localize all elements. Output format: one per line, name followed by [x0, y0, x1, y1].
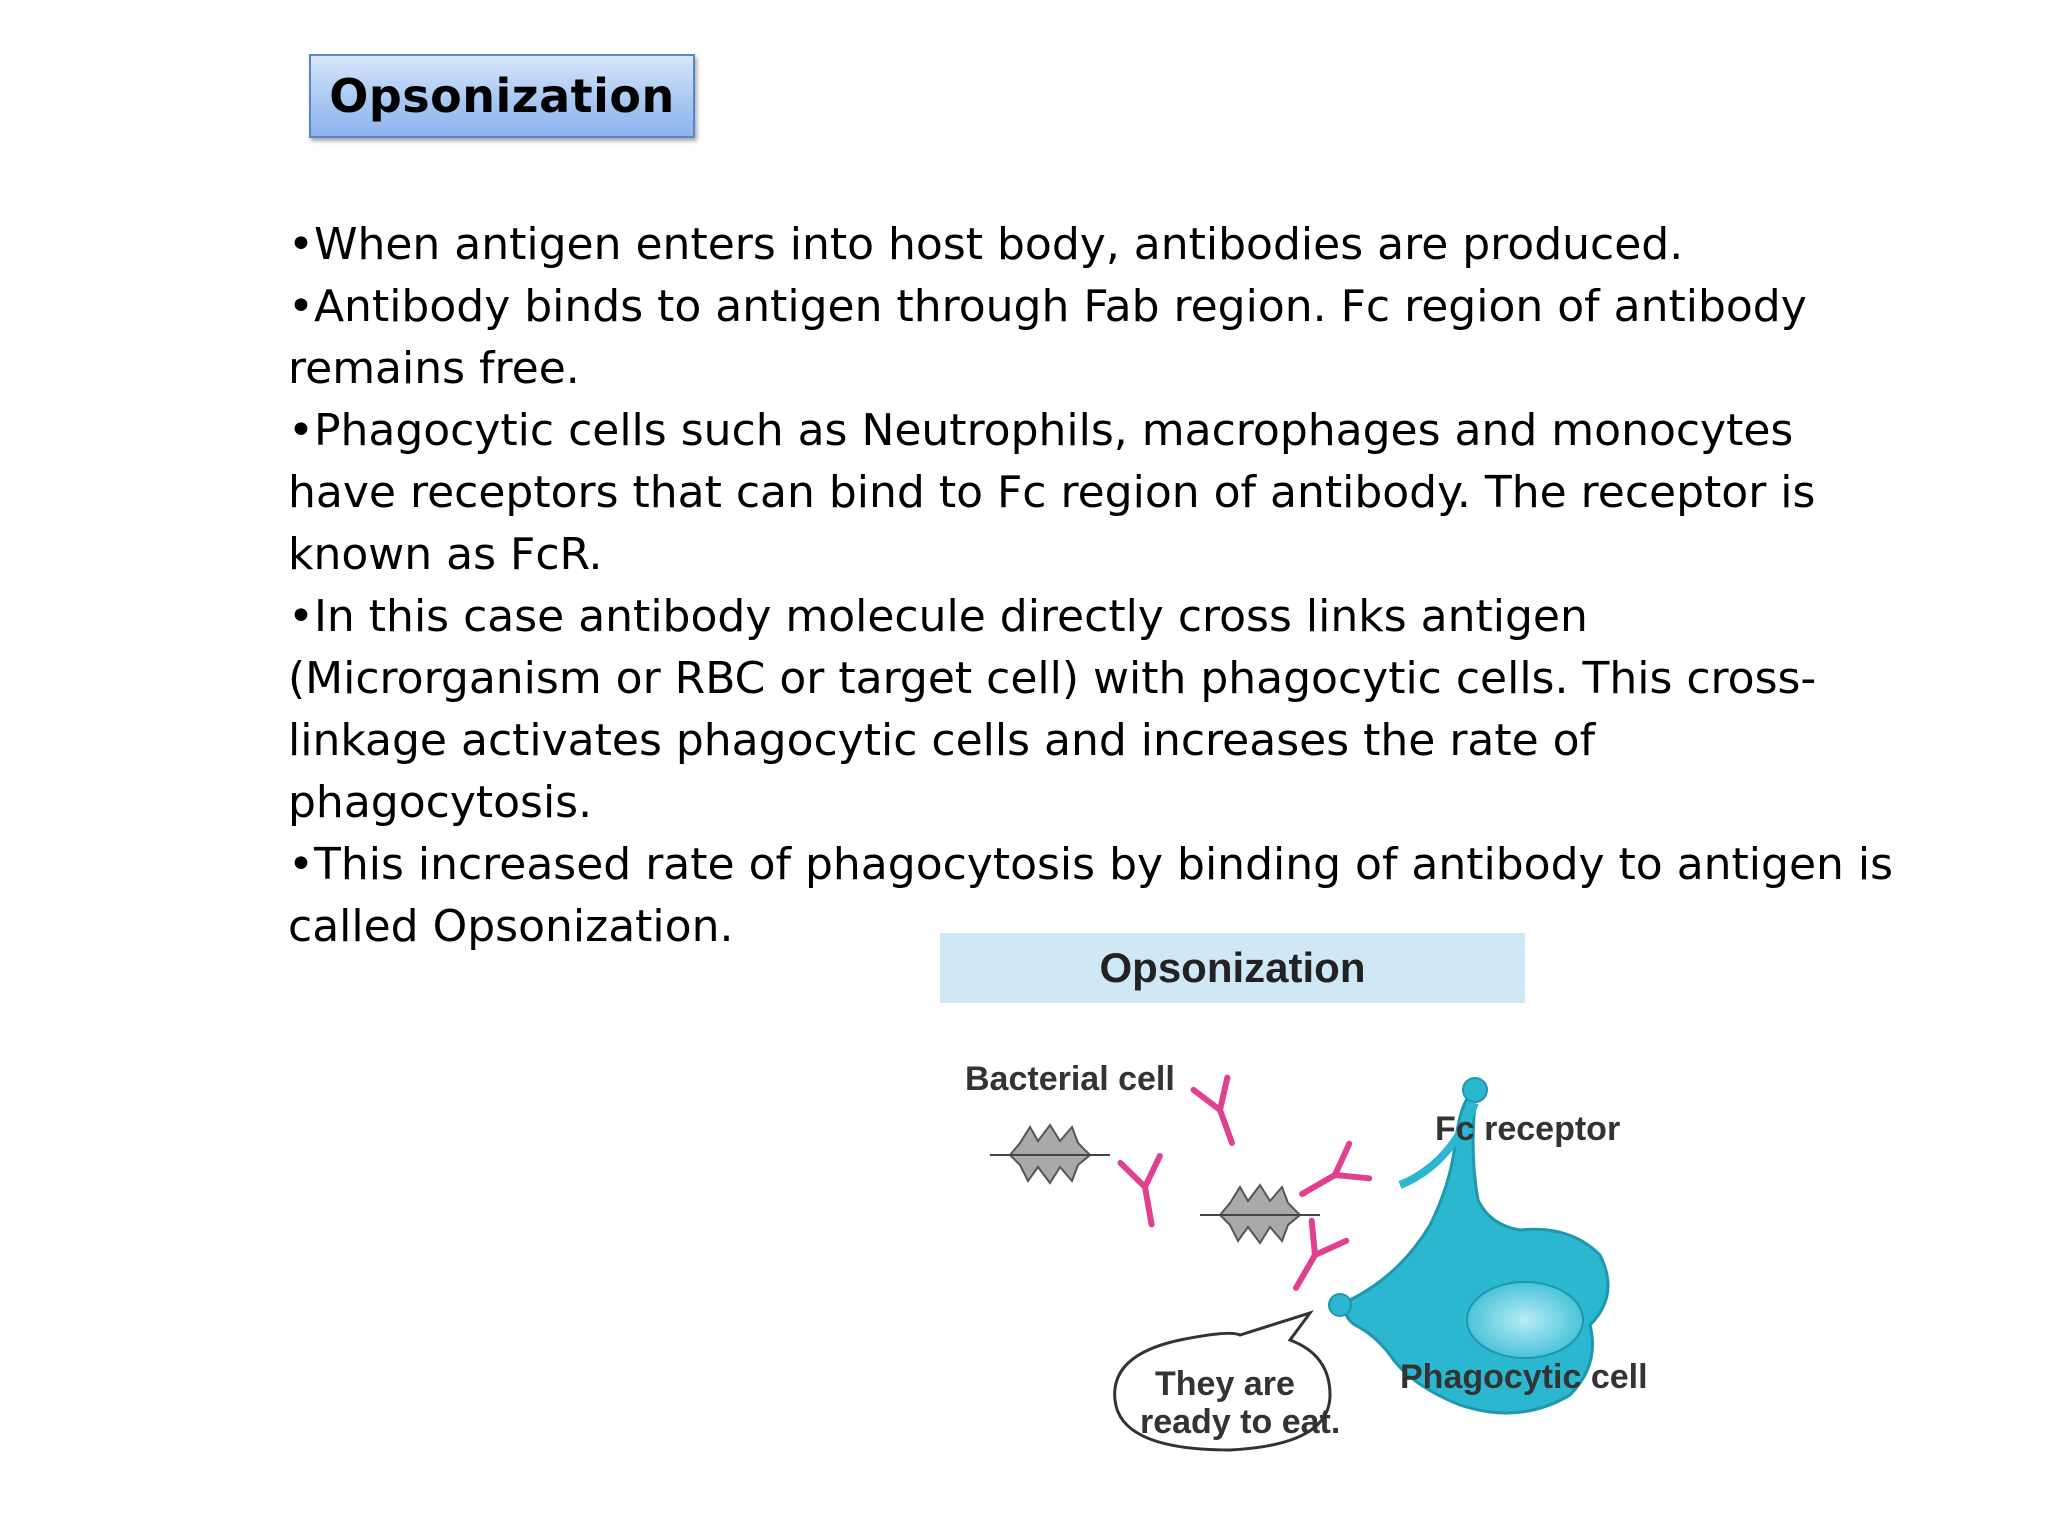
antibody-icon: [1293, 1217, 1350, 1291]
phagocytic-cell-label: Phagocytic cell: [1400, 1358, 1648, 1396]
opsonization-diagram: Bacterial cell Fc receptor Phagocytic ce…: [965, 1060, 1648, 1452]
bullet-item: •Phagocytic cells such as Neutrophils, m…: [288, 405, 1816, 580]
phagocytic-cell: [1328, 1077, 1610, 1415]
fc-receptor-label: Fc receptor: [1435, 1110, 1620, 1148]
bullet-list: •When antigen enters into host body, ant…: [288, 214, 1908, 958]
bacterial-cell: [990, 1123, 1110, 1185]
antibody-icon: [1190, 1074, 1235, 1146]
speech-bubble: [1113, 1310, 1332, 1452]
opsonization-figure: Opsonization: [930, 925, 1730, 1520]
bullet-item: •When antigen enters into host body, ant…: [288, 219, 1684, 270]
bubble-text-line1: They are: [1155, 1365, 1295, 1403]
bullet-item: •Antibody binds to antigen through Fab r…: [288, 281, 1807, 394]
figure-header: Opsonization: [940, 933, 1525, 1003]
bullet-item: •This increased rate of phagocytosis by …: [288, 839, 1894, 952]
antibody-icon: [1117, 1152, 1163, 1228]
bacterial-cell: [1200, 1183, 1320, 1245]
bubble-text-line2: ready to eat.: [1140, 1403, 1340, 1441]
bacterial-cell-label: Bacterial cell: [965, 1060, 1175, 1098]
slide-title: Opsonization: [309, 54, 695, 138]
antibody-group: [1117, 1074, 1373, 1291]
antibody-icon: [1299, 1140, 1373, 1197]
bullet-item: •In this case antibody molecule directly…: [288, 591, 1817, 828]
